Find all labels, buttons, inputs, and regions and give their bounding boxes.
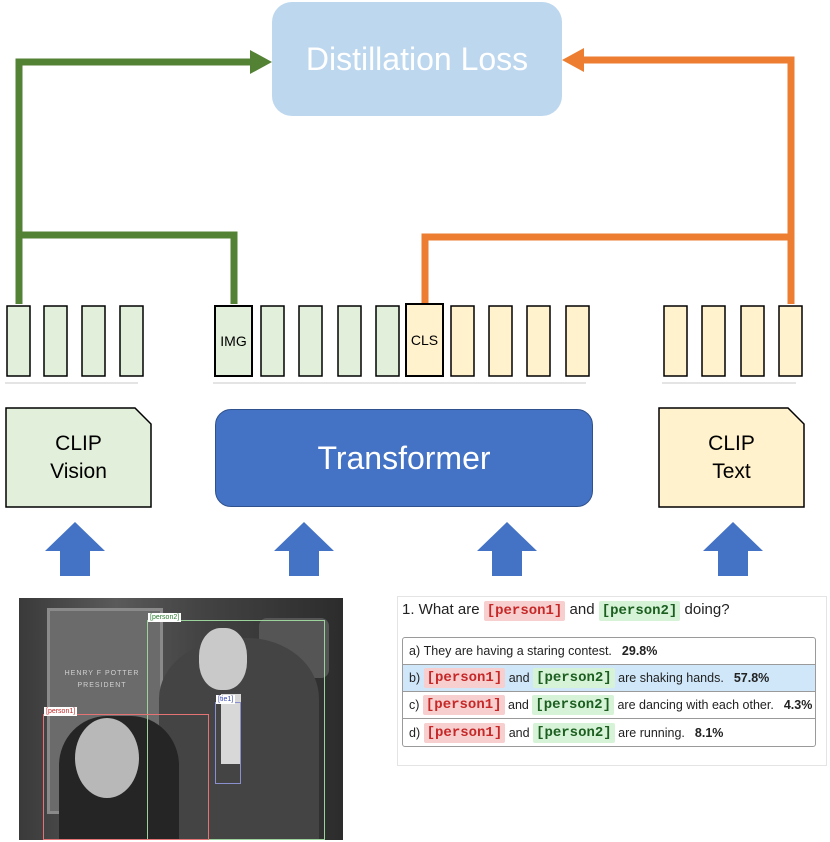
person2-bbox (147, 620, 325, 840)
clip-vision-line2: Vision (50, 459, 107, 483)
vision-token-group (5, 305, 144, 384)
answer-letter: c) (409, 698, 420, 712)
answer-mid: and (508, 671, 530, 685)
green-arrowhead (250, 50, 272, 74)
answer-tag-person1: [person1] (423, 722, 506, 743)
up-arrow-text-icon (703, 522, 763, 576)
up-arrow-vision-icon (45, 522, 105, 576)
text-token (701, 305, 726, 377)
question-tag-person1: [person1] (483, 601, 566, 621)
answer-mid: and (508, 698, 529, 712)
answer-option-b[interactable]: b) [person1] and [person2] are shaking h… (403, 665, 815, 692)
transformer-token (260, 305, 285, 377)
answer-list: a) They are having a staring contest. 29… (402, 637, 816, 747)
question-tag-person2: [person2] (598, 601, 681, 621)
answer-letter: d) (409, 725, 421, 740)
answer-option-c[interactable]: c) [person1] and [person2] are dancing w… (403, 692, 815, 719)
up-arrow-transformer-right-icon (477, 522, 537, 576)
clip-text-encoder: CLIP Text (658, 407, 805, 508)
cls-token-label: CLS (411, 332, 438, 348)
up-arrow-transformer-left-icon (274, 522, 334, 576)
clip-text-shape (658, 407, 805, 508)
answer-tag-person1: [person1] (422, 695, 505, 715)
question-prefix: 1. What are (402, 601, 480, 618)
text-token-group (662, 305, 803, 384)
answer-text: are dancing with each other. (617, 698, 774, 712)
answer-tag-person2: [person2] (533, 668, 615, 688)
text-token (663, 305, 688, 377)
transformer-block: Transformer (215, 409, 593, 507)
orange-arrow-cls (421, 233, 791, 304)
answer-probability: 57.8% (733, 671, 770, 685)
person1-label: [person1] (44, 707, 78, 716)
answer-text: They are having a staring contest. (423, 644, 612, 658)
person1-bbox (43, 714, 209, 840)
green-arrow-outer (15, 58, 255, 304)
transformer-label: Transformer (317, 439, 491, 476)
green-arrow-img (19, 231, 238, 304)
tie1-bbox (215, 702, 241, 784)
answer-option-d[interactable]: d) [person1] and [person2] are running. … (403, 719, 815, 746)
answer-tag-person2: [person2] (533, 722, 615, 743)
question-panel: 1. What are [person1] and [person2] doin… (397, 596, 827, 766)
question-middle: and (569, 601, 595, 618)
transformer-token (298, 305, 323, 377)
vision-token (6, 305, 31, 377)
transformer-token (450, 305, 475, 377)
answer-probability: 29.8% (621, 644, 658, 658)
answer-mid: and (508, 725, 530, 740)
answer-tag-person1: [person1] (423, 668, 506, 688)
img-token (214, 305, 253, 377)
vision-token (119, 305, 144, 377)
clip-text-line1: CLIP (708, 431, 755, 455)
photo-person-right-shirt (221, 694, 241, 764)
person2-label: [person2] (148, 613, 182, 622)
transformer-token-group: IMG CLS (213, 303, 590, 384)
photo-person-left-head (75, 718, 139, 798)
transformer-token (488, 305, 513, 377)
answer-probability: 8.1% (694, 725, 724, 740)
input-image: HENRY F POTTER PRESIDENT [person2] [pers… (19, 598, 343, 840)
answer-text: are shaking hands. (618, 671, 724, 685)
transformer-token (337, 305, 362, 377)
clip-vision-line1: CLIP (55, 431, 102, 455)
orange-arrowhead (562, 48, 584, 72)
distillation-loss-label: Distillation Loss (305, 40, 529, 77)
transformer-token (565, 305, 590, 377)
distillation-loss-box: Distillation Loss (272, 2, 562, 116)
photo-person-right-face (199, 628, 247, 690)
answer-option-a[interactable]: a) They are having a staring contest. 29… (403, 638, 815, 665)
answer-probability: 4.3% (783, 698, 813, 712)
transformer-token (526, 305, 551, 377)
text-token (778, 305, 803, 377)
answer-text: are running. (618, 725, 685, 740)
transformer-token (375, 305, 400, 377)
cls-token (405, 303, 444, 377)
orange-arrow-outer (580, 56, 795, 304)
clip-vision-shape (5, 407, 152, 508)
answer-letter: a) (409, 644, 421, 658)
tie1-label: [tie1] (216, 695, 236, 704)
photo-door-text: HENRY F POTTER PRESIDENT (64, 670, 140, 689)
answer-tag-person2: [person2] (532, 695, 614, 715)
vision-token (81, 305, 106, 377)
img-token-label: IMG (220, 333, 246, 349)
question-suffix: doing? (684, 601, 730, 618)
vision-token (43, 305, 68, 377)
clip-text-line2: Text (712, 459, 751, 483)
answer-letter: b) (409, 671, 421, 685)
question-text: 1. What are [person1] and [person2] doin… (402, 601, 730, 621)
text-token (740, 305, 765, 377)
clip-vision-encoder: CLIP Vision (5, 407, 152, 508)
